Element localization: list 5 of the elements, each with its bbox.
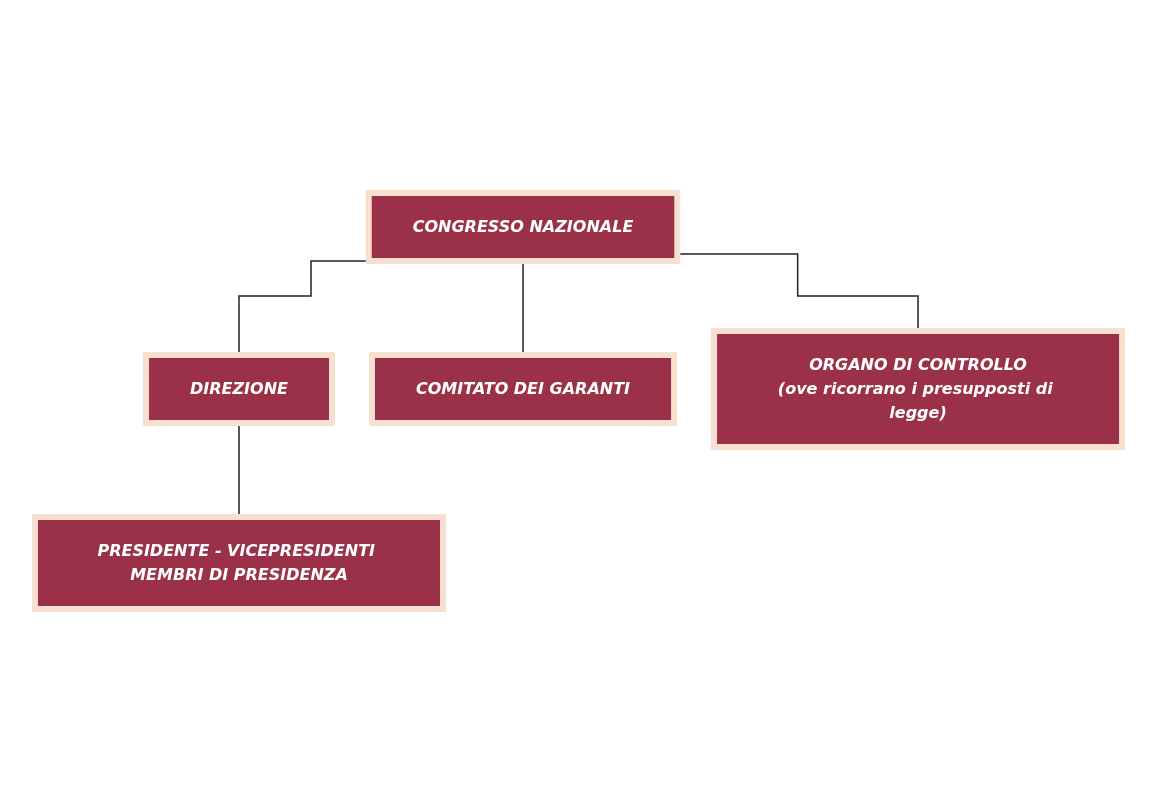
node-box: CONGRESSO NAZIONALE xyxy=(365,189,681,264)
node-box: COMITATO DEI GARANTI xyxy=(368,351,677,426)
node-box: PRESIDENTE - VICEPRESIDENTI MEMBRI DI PRESIDENZA xyxy=(31,513,446,612)
node-box: DIREZIONE xyxy=(143,351,335,426)
node-box: ORGANO DI CONTROLLO (ove ricorrano i presupposti di legge) xyxy=(711,327,1125,450)
